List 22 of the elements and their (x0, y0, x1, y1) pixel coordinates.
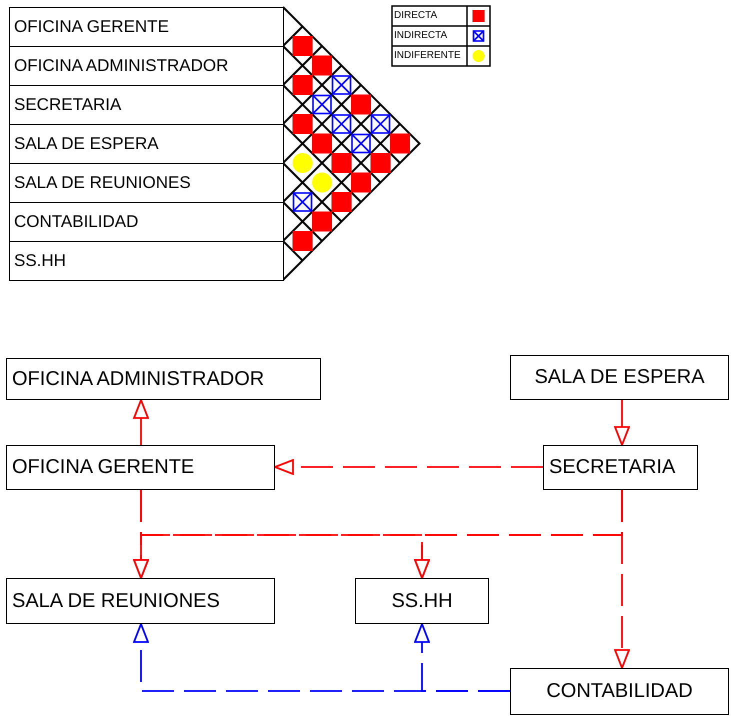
arrow (614, 400, 630, 446)
room-name-cell: OFICINA ADMINISTRADOR (9, 46, 284, 86)
legend-label: INDIFERENTE (394, 49, 461, 63)
room-box: SALA DE ESPERA (510, 355, 729, 400)
room-box: OFICINA GERENTE (6, 445, 275, 490)
room-box: SECRETARIA (543, 445, 698, 490)
room-box: CONTABILIDAD (510, 668, 729, 715)
room-name-cell: SALA DE REUNIONES (9, 163, 284, 203)
room-name-cell: SECRETARIA (9, 85, 284, 125)
legend-label: INDIRECTA (394, 29, 448, 43)
room-name-cell: CONTABILIDAD (9, 202, 284, 242)
arrow (133, 399, 149, 445)
room-box: OFICINA ADMINISTRADOR (6, 358, 321, 400)
arrow (614, 490, 630, 669)
room-box: SS.HH (355, 578, 489, 624)
room-name-cell: OFICINA GERENTE (9, 7, 284, 47)
legend-label: DIRECTA (394, 9, 438, 23)
arrow (133, 623, 510, 692)
arrow (274, 459, 543, 475)
room-name-cell: SALA DE ESPERA (9, 124, 284, 164)
room-name-cell: SS.HH (9, 241, 284, 281)
room-box: SALA DE REUNIONES (6, 578, 275, 624)
